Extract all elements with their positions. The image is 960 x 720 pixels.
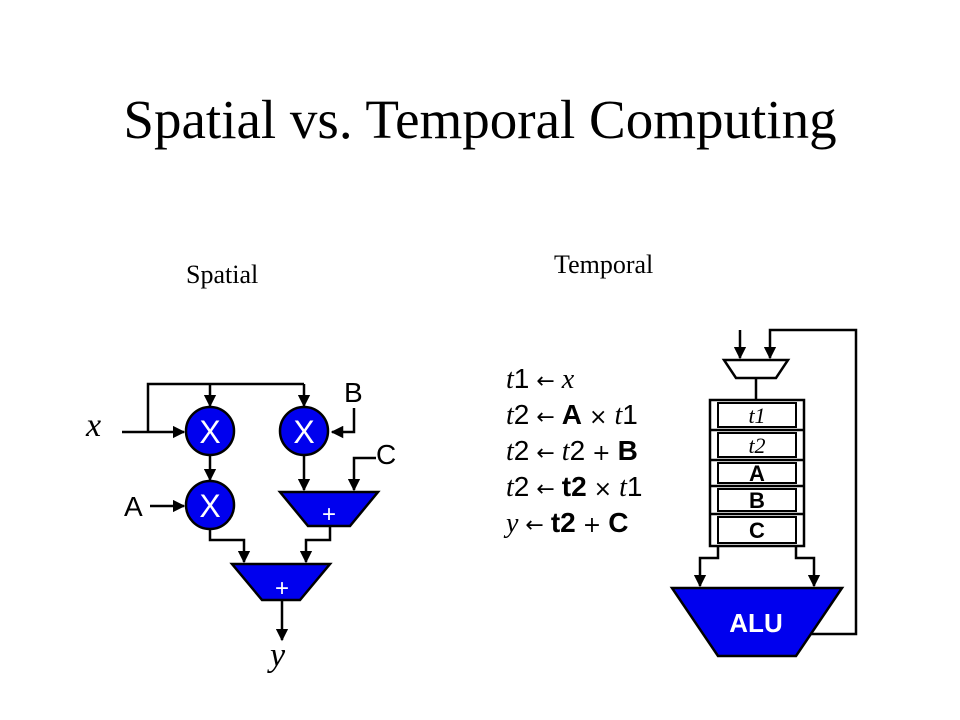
- program-token: y: [503, 508, 519, 539]
- program-token: t: [562, 436, 571, 467]
- input-c-label: C: [376, 439, 396, 470]
- wire-c-to-add1: [347, 456, 376, 492]
- program-token: 2: [514, 435, 530, 466]
- temporal-heading: Temporal: [554, 250, 654, 279]
- register-label: t2: [748, 433, 765, 458]
- program-token: t: [506, 436, 515, 467]
- adder-1: +: [277, 490, 381, 528]
- input-mux: [721, 358, 791, 380]
- program-token: t: [506, 364, 515, 395]
- program-token: 2: [514, 399, 530, 430]
- program-token: t: [614, 400, 623, 431]
- program-token: ←: [529, 405, 561, 430]
- register-b: B: [710, 484, 804, 513]
- program-token: x: [561, 364, 575, 395]
- program-line: t2 ← A × t1: [506, 399, 638, 431]
- wire-mult3-to-add2: [208, 530, 251, 564]
- wire-regfile-to-alu-right: [794, 546, 821, 588]
- program-token: 1: [514, 363, 530, 394]
- alu-label: ALU: [729, 608, 782, 638]
- wire-regfile-to-alu-left: [693, 546, 720, 588]
- program-token: +: [585, 441, 617, 466]
- program-line: t2 ← t2 × t1: [506, 471, 642, 503]
- multiplier-3-label: X: [199, 488, 220, 524]
- program-token: t2: [562, 471, 587, 502]
- program-token: 1: [627, 471, 643, 502]
- adder-2-label: +: [275, 575, 289, 602]
- program-token: ←: [529, 441, 561, 466]
- multiplier-2-label: X: [293, 414, 314, 450]
- temporal-datapath: [693, 328, 858, 636]
- adder-2: +: [229, 562, 333, 602]
- program-token: ←: [529, 477, 561, 502]
- program-token: 2: [514, 471, 530, 502]
- wire-b-to-mult2: [330, 408, 356, 439]
- program-token: A: [562, 399, 582, 430]
- program-token: ←: [529, 369, 561, 394]
- program-token: C: [608, 507, 628, 538]
- register-a: A: [710, 458, 804, 486]
- program-token: t: [506, 472, 515, 503]
- program-token: B: [618, 435, 638, 466]
- program-token: 1: [622, 399, 638, 430]
- register-t2: t2: [710, 428, 804, 458]
- multiplier-2: X: [278, 405, 330, 457]
- adder-1-label: +: [322, 501, 336, 528]
- register-c: C: [710, 512, 804, 544]
- multiplier-1-label: X: [199, 414, 220, 450]
- program-line: t1 ← x: [506, 363, 575, 395]
- multiplier-1: X: [184, 405, 236, 457]
- slide-title: Spatial vs. Temporal Computing: [123, 89, 837, 150]
- program-token: 2: [570, 435, 586, 466]
- register-label: B: [749, 488, 765, 513]
- program-line: y ← t2 + C: [503, 507, 628, 539]
- register-t1: t1: [717, 402, 797, 428]
- register-label: t1: [748, 403, 765, 428]
- register-label: C: [749, 518, 765, 543]
- program-token: +: [576, 513, 608, 538]
- program-token: ←: [518, 513, 550, 538]
- register-label: A: [749, 461, 765, 486]
- wire-add1-to-add2: [299, 526, 332, 564]
- spatial-heading: Spatial: [186, 260, 259, 289]
- wire-alu-feedback: [763, 328, 858, 636]
- input-x-label: x: [85, 407, 101, 444]
- output-y-label: y: [267, 637, 286, 674]
- program-token: t2: [551, 507, 576, 538]
- multiplier-3: X: [184, 479, 236, 531]
- spatial-datapath: [122, 382, 376, 642]
- wire-x-loop: [146, 382, 304, 432]
- alu: ALU: [669, 586, 845, 658]
- input-a-label: A: [124, 491, 143, 522]
- input-b-label: B: [344, 377, 363, 408]
- program-token: t: [619, 472, 628, 503]
- program-line: t2 ← t2 + B: [506, 435, 638, 467]
- program-token: ×: [587, 477, 619, 502]
- program-token: ×: [582, 405, 614, 430]
- program-token: t: [506, 400, 515, 431]
